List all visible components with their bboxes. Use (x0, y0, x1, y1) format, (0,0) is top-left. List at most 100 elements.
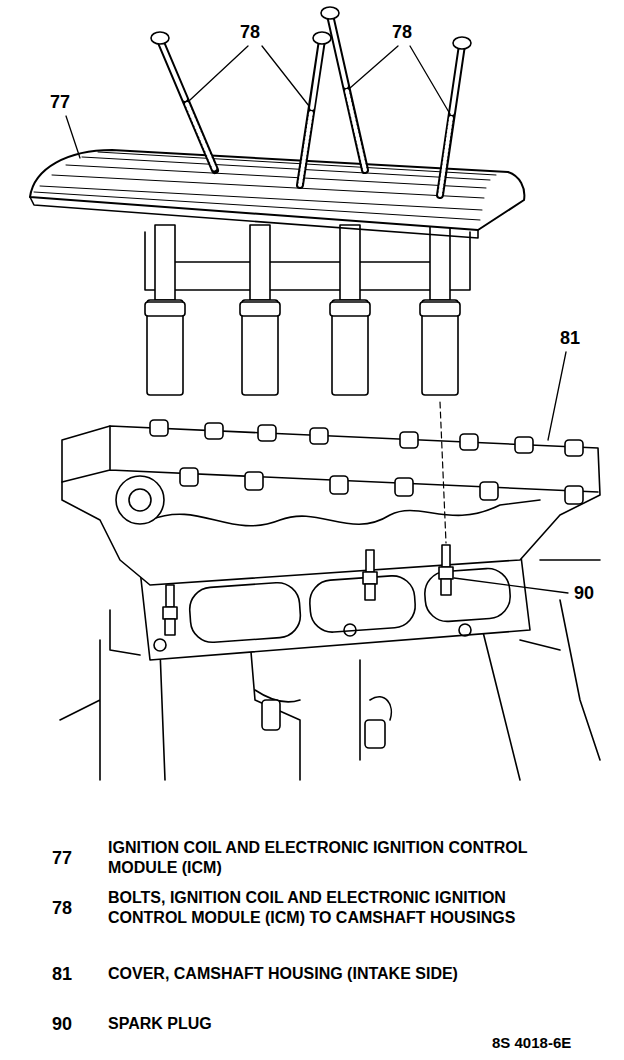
block-boss (262, 700, 280, 730)
key-number: 81 (52, 964, 72, 984)
boss (480, 482, 498, 500)
housing-end-plate (116, 476, 164, 524)
tower-stem (155, 225, 175, 300)
tower-clamp (145, 302, 185, 316)
leader-lines (66, 46, 568, 593)
port (188, 581, 302, 644)
plug-insulator (366, 550, 374, 572)
tower-clamp (240, 302, 280, 316)
part-description: IGNITION COIL AND ELECTRONIC IGNITION CO… (108, 838, 548, 878)
spark-plugs (163, 545, 453, 635)
tower-stem (250, 225, 270, 300)
bolt-thread (300, 113, 311, 185)
spark-plug (439, 545, 453, 595)
cover-front (30, 197, 478, 238)
leader-line (548, 352, 566, 440)
port (423, 567, 511, 623)
cover-shell (30, 150, 524, 230)
boss (258, 425, 276, 441)
boss (515, 437, 533, 453)
bolt-head (313, 32, 331, 44)
figure-number: 8S 4018-6E (492, 1034, 571, 1052)
plug-insulator (166, 585, 174, 607)
plug-hex (363, 572, 377, 584)
bolt (151, 32, 215, 170)
leader-line (454, 578, 568, 593)
boss (150, 420, 168, 436)
bolt (321, 7, 365, 170)
bolt-shank (440, 45, 462, 195)
camshaft-housing (62, 420, 600, 585)
plug-thread (441, 579, 451, 595)
plug-hex (163, 607, 177, 619)
callout-number: 90 (574, 583, 594, 603)
spark-plug (363, 550, 377, 600)
leader-line (66, 116, 80, 158)
callout-number: 78 (392, 22, 412, 42)
coil-tower (145, 225, 185, 395)
coil-tower (240, 225, 280, 395)
bolt-shank (300, 40, 322, 185)
key-number: 90 (52, 1014, 72, 1034)
tower-stem (340, 225, 360, 300)
bolt-thread (187, 104, 215, 170)
bolt-shank-fill (452, 45, 462, 113)
tower-clamp (330, 302, 370, 316)
boss (205, 423, 223, 439)
bolts (151, 7, 471, 195)
part-description: COVER, CAMSHAFT HOUSING (INTAKE SIDE) (108, 964, 548, 984)
coil-tower (330, 225, 370, 395)
housing-lower (150, 500, 540, 526)
boss (180, 468, 198, 486)
boss (330, 476, 348, 494)
camshaft-seal (129, 489, 151, 511)
stud-hole (459, 624, 471, 636)
bolt-thread (440, 118, 451, 195)
bolt (440, 37, 471, 195)
bolt-shank (330, 15, 365, 170)
plug-thread (165, 619, 175, 635)
coil-cover (30, 150, 524, 238)
boss (400, 432, 418, 448)
part-description: SPARK PLUG (108, 1014, 548, 1034)
plug-insulator (442, 545, 450, 567)
bracket (145, 232, 470, 290)
bolt-shank (160, 40, 215, 170)
leader-line (410, 46, 450, 114)
boss (460, 434, 478, 450)
bolt-head (453, 37, 471, 49)
callout-number: 78 (240, 22, 260, 42)
part-description: BOLTS, IGNITION COIL AND ELECTRONIC IGNI… (108, 888, 548, 928)
callout-number: 77 (50, 92, 70, 112)
plug-hex (439, 567, 453, 579)
leader-line (262, 46, 309, 106)
stud-hole (154, 639, 166, 651)
spark-plug (163, 585, 177, 635)
boss (245, 472, 263, 490)
bolt-shank-fill (330, 15, 346, 86)
cam-bosses (150, 420, 583, 504)
coil-tower (420, 225, 460, 395)
tower-clamp (420, 302, 460, 316)
boss (395, 478, 413, 496)
housing-body (62, 426, 600, 585)
key-number: 77 (52, 848, 72, 868)
bolt-shank-fill (312, 40, 322, 108)
bolt-head (151, 32, 169, 44)
leader-line (190, 46, 248, 100)
boss (565, 486, 583, 504)
block-boss (365, 720, 385, 748)
key-number: 78 (52, 898, 72, 918)
alignment-line (440, 402, 446, 543)
callout-number: 81 (560, 328, 580, 348)
leader-line (350, 46, 398, 88)
bolt (300, 32, 331, 185)
stud-hole (344, 624, 356, 636)
plug-thread (365, 584, 375, 600)
bolt-thread (347, 91, 365, 170)
boss (565, 440, 583, 456)
boss (310, 428, 328, 444)
coil-towers (145, 225, 470, 395)
